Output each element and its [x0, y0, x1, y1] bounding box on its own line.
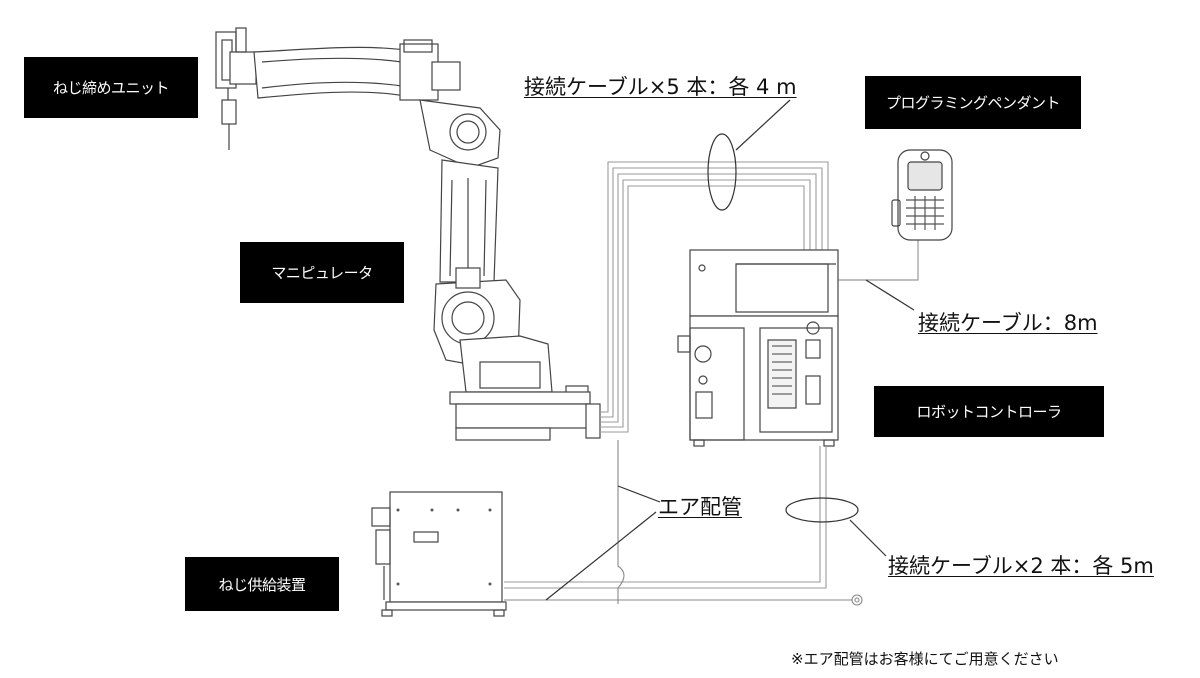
programming-pendant-drawing	[891, 149, 953, 241]
callout-air-pipe: エア配管	[658, 495, 742, 519]
robot-controller-drawing	[677, 249, 839, 447]
robot-controller-cables	[600, 161, 829, 433]
cable-bundle-marker-bottom	[785, 497, 859, 523]
screw-feeder-drawing	[371, 491, 507, 617]
callout-cable-5: 接続ケーブル×5 本：各 4 m	[524, 75, 797, 99]
label-screw-feeder: ねじ供給装置	[185, 557, 339, 611]
label-programming-pendant: プログラミングペンダント	[865, 76, 1081, 129]
label-screw-unit: ねじ締めユニット	[24, 57, 198, 118]
callout-cable-2: 接続ケーブル×2 本：各 5m	[888, 554, 1154, 578]
label-robot-controller: ロボットコントローラ	[874, 386, 1104, 437]
pendant-cable	[836, 240, 919, 281]
air-pipe-note: ※エア配管はお客様にてご用意ください	[791, 650, 1059, 668]
callout-cable-pendant: 接続ケーブル：8m	[918, 311, 1098, 335]
cable-bundle-marker-top	[707, 133, 737, 211]
robot-manipulator-drawing	[215, 27, 601, 441]
controller-feeder-cables	[504, 446, 827, 589]
air-piping	[504, 440, 863, 606]
label-manipulator: マニピュレータ	[240, 242, 404, 303]
